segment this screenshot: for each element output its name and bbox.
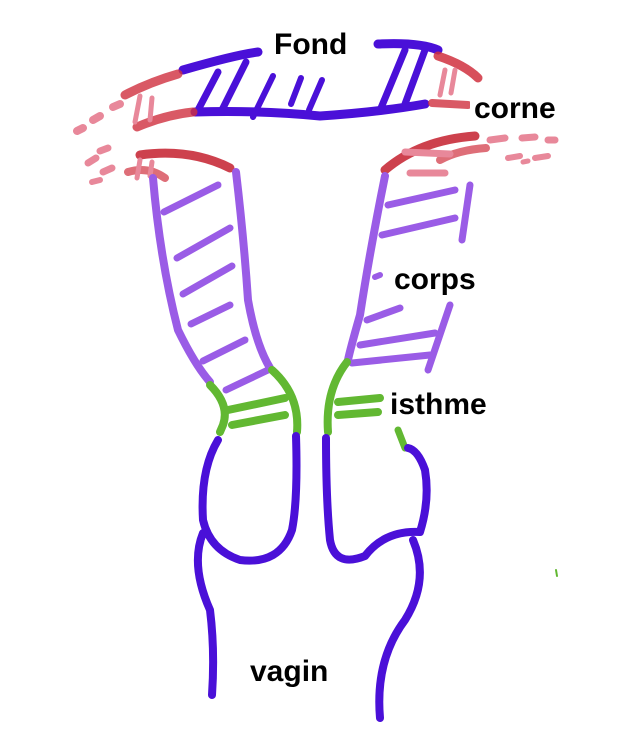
corps-region xyxy=(149,168,474,394)
fond-region xyxy=(178,39,443,121)
label-fond: Fond xyxy=(270,28,352,62)
corne-right-region xyxy=(380,51,559,177)
isthme-region xyxy=(206,358,409,452)
vagin-region xyxy=(193,432,431,722)
label-corne: corne xyxy=(470,92,560,126)
label-corps: corps xyxy=(390,263,480,297)
label-vagin: vagin xyxy=(246,655,333,689)
corne-left-region xyxy=(73,69,235,185)
label-isthme: isthme xyxy=(386,388,491,422)
speck-mark xyxy=(555,569,558,577)
